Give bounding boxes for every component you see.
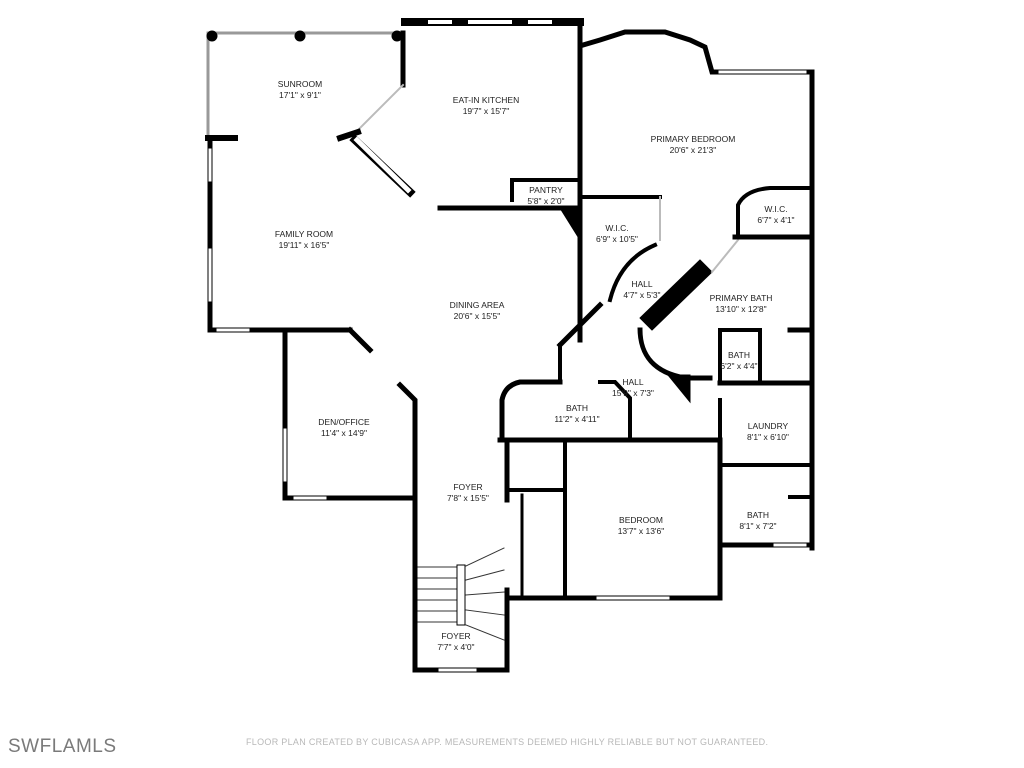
column [206, 30, 218, 42]
wall [637, 327, 713, 381]
wall [639, 259, 713, 331]
wall [556, 301, 604, 349]
staircase [417, 547, 505, 641]
wall [396, 381, 510, 673]
room-label-primary-wic: W.I.C.6'7" x 4'1" [757, 204, 795, 225]
disclaimer-text: FLOOR PLAN CREATED BY CUBICASA APP. MEAS… [246, 737, 769, 747]
wall [736, 186, 814, 239]
wall [504, 437, 723, 601]
wall [510, 178, 582, 202]
wall [718, 328, 762, 382]
mls-logo: SWFLAMLS [8, 736, 117, 757]
wall [607, 242, 658, 303]
wall [579, 29, 815, 551]
wall [559, 207, 581, 242]
wall [666, 374, 691, 404]
wall [499, 379, 563, 443]
wall [207, 137, 353, 333]
wall [282, 327, 418, 501]
wall [353, 83, 405, 135]
room-label-wic: W.I.C.6'9" x 10'5" [596, 223, 638, 244]
column [294, 30, 306, 42]
wall [336, 128, 362, 142]
wall [346, 326, 374, 354]
wall [598, 380, 632, 442]
